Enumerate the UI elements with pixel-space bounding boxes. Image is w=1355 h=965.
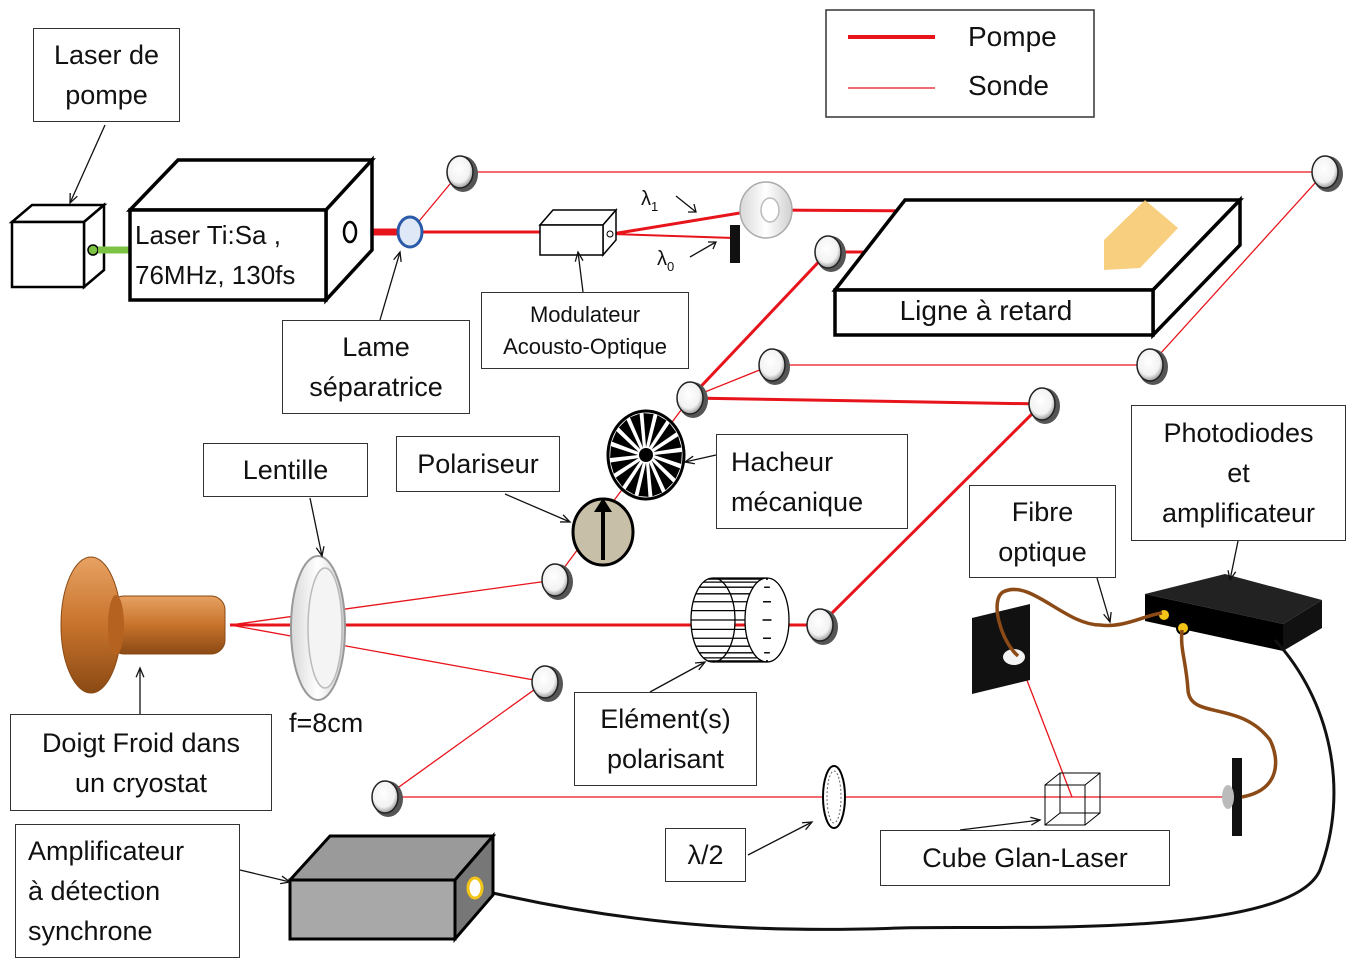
label-focal: f=8cm [289, 708, 364, 738]
pointer-arrow [1096, 577, 1112, 624]
photodiode-box [1145, 574, 1322, 651]
mirror [446, 155, 478, 192]
chopper-blade [649, 462, 663, 497]
chopper-blade [615, 460, 641, 487]
chopper-blade [610, 446, 638, 458]
mirror [1136, 348, 1168, 385]
mirrors [371, 155, 1343, 817]
glan-laser-cube [1044, 772, 1101, 826]
mirror [676, 381, 708, 418]
optical-fiber [995, 587, 1163, 658]
chopper-wheel [606, 409, 686, 501]
mirror [1028, 387, 1060, 424]
label-lens: Lentille [203, 443, 368, 497]
pointer-arrow [239, 869, 292, 885]
legend-probe-text: Sonde [968, 70, 1049, 101]
chopper-blade [653, 436, 682, 452]
chopper-blade [638, 463, 649, 497]
chopper-blade [643, 413, 654, 447]
pointer-arrow [1227, 540, 1239, 582]
focusing-lens [290, 555, 346, 701]
pump-laser-box [8, 202, 108, 290]
lambda0-label: λ0 [657, 248, 674, 274]
lambda1-arrow [675, 195, 697, 213]
label-glan-cube: Cube Glan-Laser [880, 830, 1170, 886]
pointer-arrow [135, 666, 145, 714]
delay-line-label: Ligne à retard [900, 295, 1073, 326]
beam-splitter [396, 215, 424, 249]
polarizer [571, 497, 635, 567]
legend: Pompe Sonde [825, 9, 1095, 118]
optical-fiber-2 [1179, 629, 1278, 799]
label-halfwave: λ/2 [665, 828, 746, 882]
pointer-arrow [747, 821, 814, 856]
pointer-arrow [504, 493, 572, 523]
chopper-blade [611, 431, 639, 452]
polarizing-element [690, 577, 790, 663]
chopper-blade [654, 452, 682, 464]
label-polarizing-elements: Elément(s)polarisant [574, 692, 757, 786]
chopper-blade [653, 458, 681, 479]
mirror [1311, 155, 1343, 192]
mirror [758, 348, 790, 385]
label-polarizer: Polariseur [396, 436, 560, 492]
lambda1-label: λ1 [641, 188, 658, 214]
mirror [371, 780, 403, 817]
beam-block [730, 225, 740, 263]
delay-line-stage [831, 195, 1245, 340]
mirror [814, 235, 846, 272]
pointer-arrow [649, 661, 707, 693]
iris-lens [739, 181, 793, 239]
pointer-arrow [379, 250, 402, 321]
lockin-box [286, 831, 497, 944]
pointer-arrow [959, 816, 1042, 831]
pointer-arrow [309, 497, 325, 558]
pointer-arrow [683, 454, 717, 465]
fiber-coupler-plate [972, 604, 1030, 694]
chopper-blade [629, 413, 643, 448]
pointer-arrows [69, 124, 1239, 885]
lambda0-arrow [689, 241, 717, 258]
cold-finger [60, 556, 226, 694]
chopper-blade [651, 460, 674, 491]
tisa-laser-box [125, 155, 376, 305]
half-wave-plate [822, 765, 846, 829]
pointer-arrow [574, 250, 584, 293]
mirror [541, 563, 573, 600]
signal-cable [479, 638, 1336, 931]
chopper-blade [649, 415, 667, 448]
end-mirror [1222, 758, 1242, 836]
retroreflector [1104, 200, 1178, 270]
legend-pump-text: Pompe [968, 21, 1057, 52]
chopper-blade [610, 458, 639, 474]
label-tisa-laser: Laser Ti:Sa ,76MHz, 130fs [135, 220, 296, 290]
chopper-blade [625, 462, 643, 495]
chopper-blade [618, 419, 641, 450]
aom-box [538, 207, 618, 258]
chopper-blade [651, 423, 677, 450]
pointer-arrow [69, 124, 106, 205]
mirror [531, 665, 563, 702]
mirror [806, 608, 838, 645]
